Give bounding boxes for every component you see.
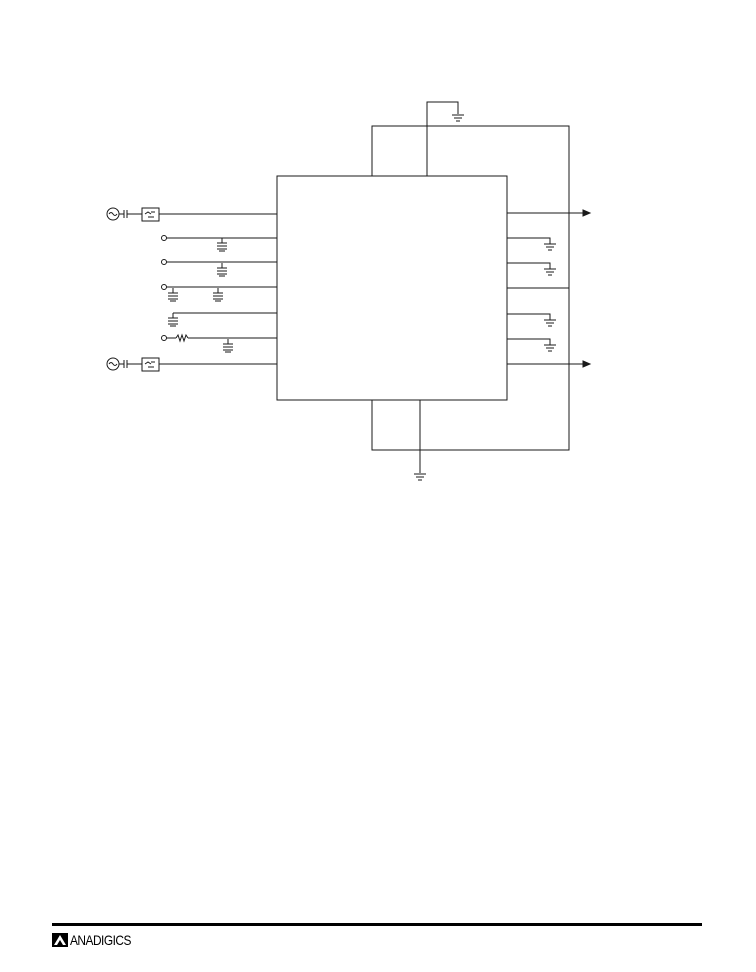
output-pin-2 [507, 237, 557, 251]
input-pin-4 [161, 284, 277, 302]
ground-icon [543, 268, 557, 276]
ground-icon [543, 319, 557, 327]
rf-input-2 [106, 357, 277, 372]
ground-icon [451, 114, 465, 122]
capacitor-icon [167, 312, 179, 327]
filter-icon [141, 357, 160, 372]
ic-body [276, 175, 508, 401]
capacitor-icon [216, 262, 228, 277]
terminal-icon [161, 335, 167, 341]
terminal-icon [161, 235, 167, 241]
capacitor-icon [212, 287, 224, 302]
capacitor-icon [167, 287, 179, 302]
input-pin-6 [161, 333, 277, 353]
resistor-icon [175, 333, 189, 343]
terminal-icon [161, 259, 167, 265]
brand-wordmark: ANADIGICS [70, 932, 131, 948]
terminal-icon [161, 284, 167, 290]
bottom-bias-loop [371, 288, 570, 451]
ground-icon [543, 243, 557, 251]
footer-rule [52, 923, 702, 926]
output-pin-5 [507, 313, 557, 327]
capacitor-icon [216, 237, 228, 252]
output-pin-3 [507, 262, 557, 276]
rf-output-2 [507, 360, 592, 368]
capacitor-icon [222, 338, 234, 353]
filter-icon [141, 207, 160, 222]
rf-output-1 [507, 209, 592, 217]
rf-input-1 [106, 207, 277, 222]
brand-logo: ANADIGICS [52, 931, 142, 949]
input-pin-2 [161, 235, 277, 252]
output-arrow-icon [582, 360, 592, 368]
ground-icon [543, 344, 557, 352]
top-ground-wire [426, 101, 459, 176]
top-bias-loop [371, 125, 570, 288]
input-pin-5 [167, 312, 277, 327]
ground-icon [413, 473, 427, 481]
anadigics-logo-icon [52, 933, 68, 947]
output-pin-6 [507, 338, 557, 352]
input-pin-3 [161, 259, 277, 277]
output-arrow-icon [582, 209, 592, 217]
